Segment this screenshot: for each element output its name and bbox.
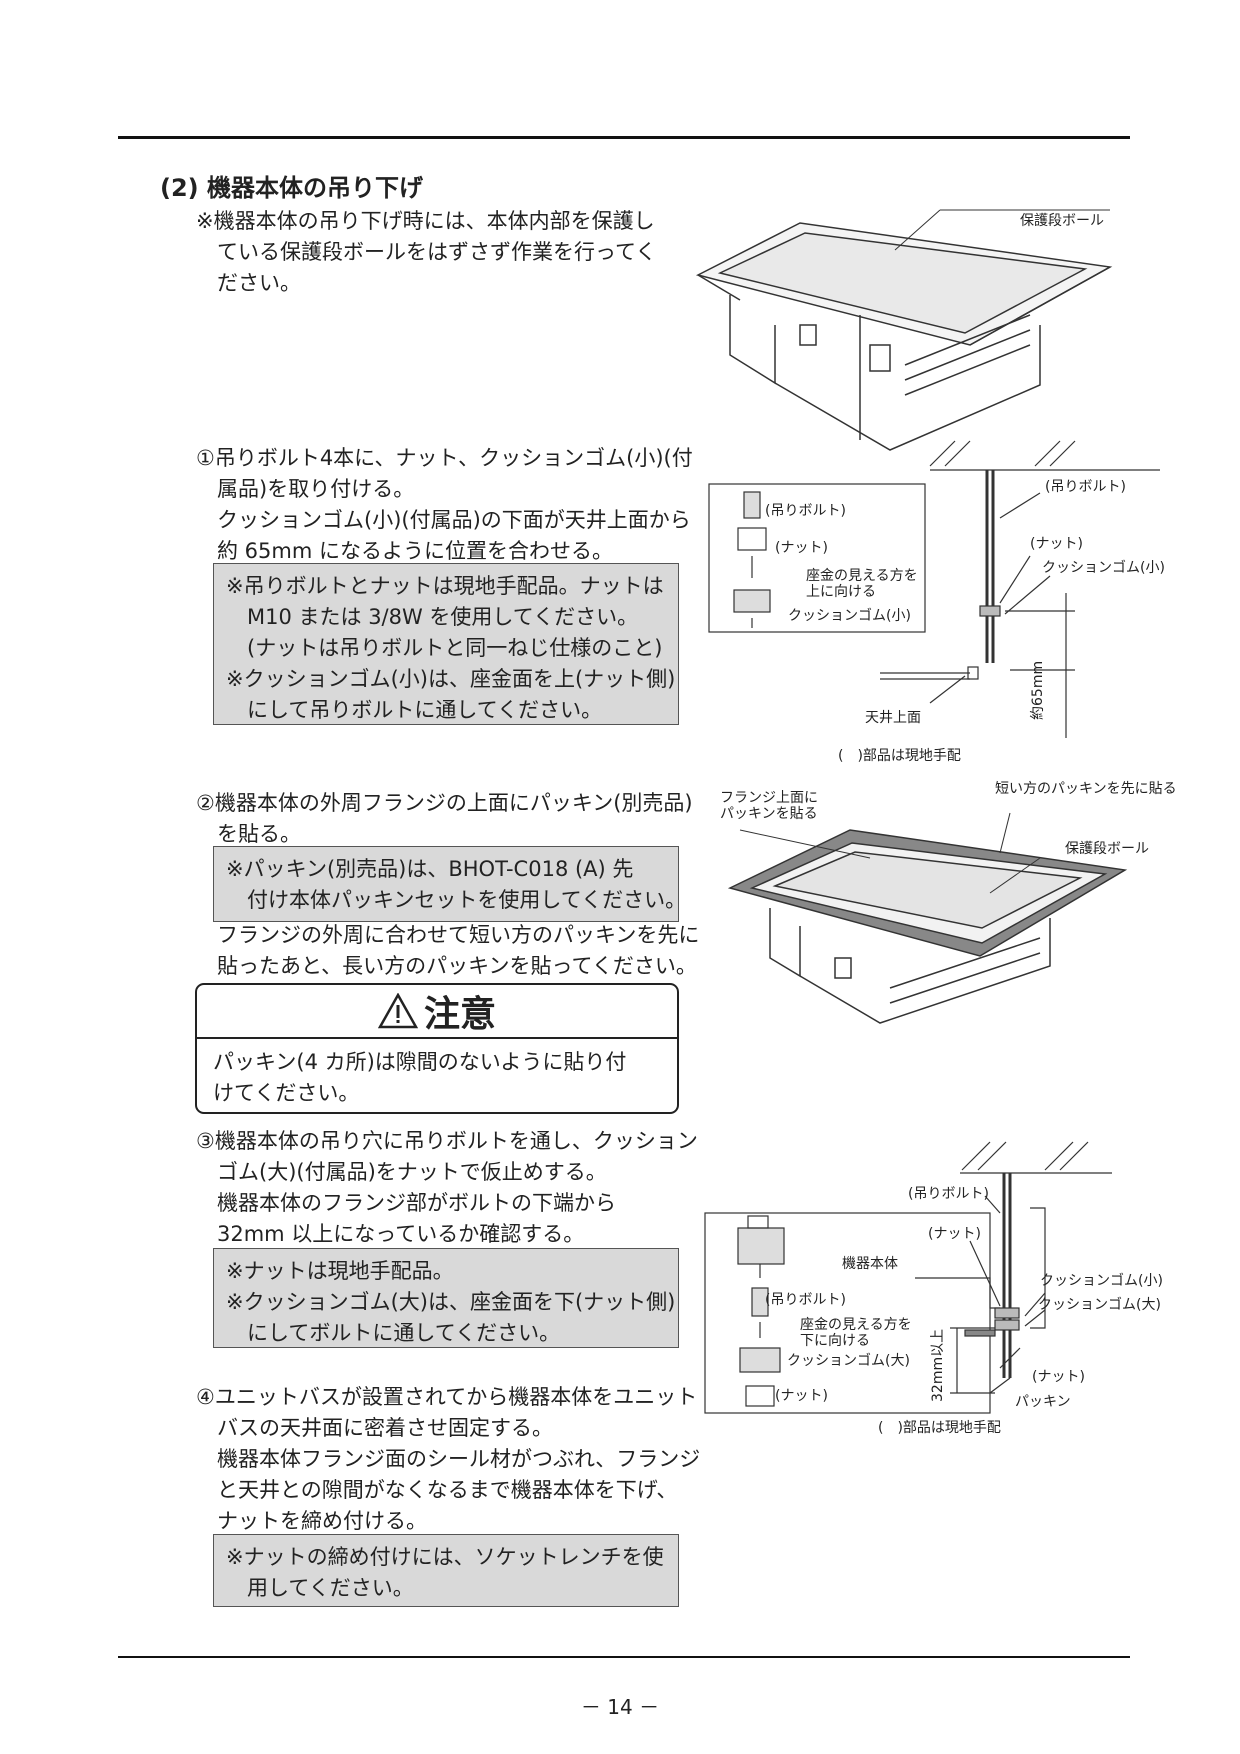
figure-bolt-assembly bbox=[708, 440, 1160, 738]
fig2-washer-label: 座金の見える方を 上に向ける bbox=[806, 568, 918, 600]
fig2-bolt-label: (吊りボルト) bbox=[1045, 479, 1126, 495]
fig4-nut-label: (ナット) bbox=[928, 1226, 981, 1242]
step-1-text: ①吊りボルト4本に、ナット、クッションゴム(小)(付 属品)を取り付ける。 クッ… bbox=[196, 446, 693, 563]
step-2-note: ※パッキン(別売品)は、BHOT-C018 (A) 先 付け本体パッキンセットを… bbox=[213, 846, 686, 922]
fig2-ceiling-label: 天井上面 bbox=[865, 710, 921, 726]
fig2-inset-bolt-label: (吊りボルト) bbox=[765, 503, 846, 519]
intro-note: ※機器本体の吊り下げ時には、本体内部を保護し ている保護段ボールをはずさず作業を… bbox=[196, 209, 657, 295]
caution-header: 注意 bbox=[197, 985, 677, 1039]
fig2-inset-nut-label: (ナット) bbox=[775, 540, 828, 556]
fig4-body-label: 機器本体 bbox=[842, 1256, 898, 1272]
fig4-packing-label: パッキン bbox=[1015, 1394, 1071, 1410]
fig3-cardboard-label: 保護段ボール bbox=[1065, 841, 1149, 857]
fig4-bolt-label: (吊りボルト) bbox=[908, 1186, 989, 1202]
caution-title: 注意 bbox=[423, 994, 496, 1035]
header-rule bbox=[118, 136, 1130, 139]
fig3-short-first-label: 短い方のパッキンを先に貼る bbox=[995, 781, 1177, 797]
fig4-cushion-small-label: クッションゴム(小) bbox=[1040, 1273, 1163, 1289]
fig4-dim-label: 32mm以上 bbox=[930, 1328, 946, 1402]
figure-unit-cardboard bbox=[695, 209, 1113, 451]
step-2-text: ②機器本体の外周フランジの上面にパッキン(別売品) を貼る。 bbox=[196, 791, 693, 846]
page-number: － 14 － bbox=[580, 1695, 660, 1719]
fig4-footnote: ( )部品は現地手配 bbox=[878, 1420, 1001, 1436]
warning-triangle-icon bbox=[377, 993, 418, 1029]
step-3-note: ※ナットは現地手配品。 ※クッションゴム(大)は、座金面を下(ナット側) にして… bbox=[213, 1248, 679, 1348]
step-4-text: ④ユニットバスが設置されてから機器本体をユニット バスの天井面に密着させ固定する… bbox=[196, 1385, 701, 1533]
footer-rule bbox=[118, 1656, 1130, 1658]
fig2-footnote: ( )部品は現地手配 bbox=[838, 748, 961, 764]
fig2-cushion-label: クッションゴム(小) bbox=[1042, 560, 1165, 576]
fig2-inset-cushion-label: クッションゴム(小) bbox=[788, 608, 911, 624]
step-4-note: ※ナットの締め付けには、ソケットレンチを使 用してください。 bbox=[213, 1534, 679, 1607]
fig3-flange-label: フランジ上面に パッキンを貼る bbox=[720, 790, 818, 822]
step-2-text-after: フランジの外周に合わせて短い方のパッキンを先に 貼ったあと、長い方のパッキンを貼… bbox=[216, 923, 700, 978]
fig2-dim-label: 約65mm bbox=[1030, 660, 1046, 720]
caution-box: 注意 パッキン(4 カ所)は隙間のないように貼り付 けてください。 bbox=[195, 983, 679, 1114]
fig4-cushion-large-label: クッションゴム(大) bbox=[1038, 1297, 1161, 1313]
fig4-nut-label-2: (ナット) bbox=[1032, 1369, 1085, 1385]
fig4-inset-cushion-label: クッションゴム(大) bbox=[787, 1353, 910, 1369]
fig2-nut-label: (ナット) bbox=[1030, 536, 1083, 552]
step-3-text: ③機器本体の吊り穴に吊りボルトを通し、クッション ゴム(大)(付属品)をナットで… bbox=[196, 1129, 698, 1246]
section-title: (2) 機器本体の吊り下げ bbox=[160, 174, 423, 202]
figure-flange-packing bbox=[727, 812, 1128, 1024]
fig4-inset-bolt-label: (吊りボルト) bbox=[765, 1292, 846, 1308]
fig1-cardboard-label: 保護段ボール bbox=[1020, 213, 1104, 229]
figure-body-suspension bbox=[704, 1141, 1112, 1414]
caution-body: パッキン(4 カ所)は隙間のないように貼り付 けてください。 bbox=[213, 1050, 627, 1105]
fig4-washer-label: 座金の見える方を 下に向ける bbox=[800, 1317, 912, 1349]
step-1-note: ※吊りボルトとナットは現地手配品。ナットは M10 または 3/8W を使用して… bbox=[213, 563, 679, 725]
fig4-inset-nut-label: (ナット) bbox=[775, 1388, 828, 1404]
